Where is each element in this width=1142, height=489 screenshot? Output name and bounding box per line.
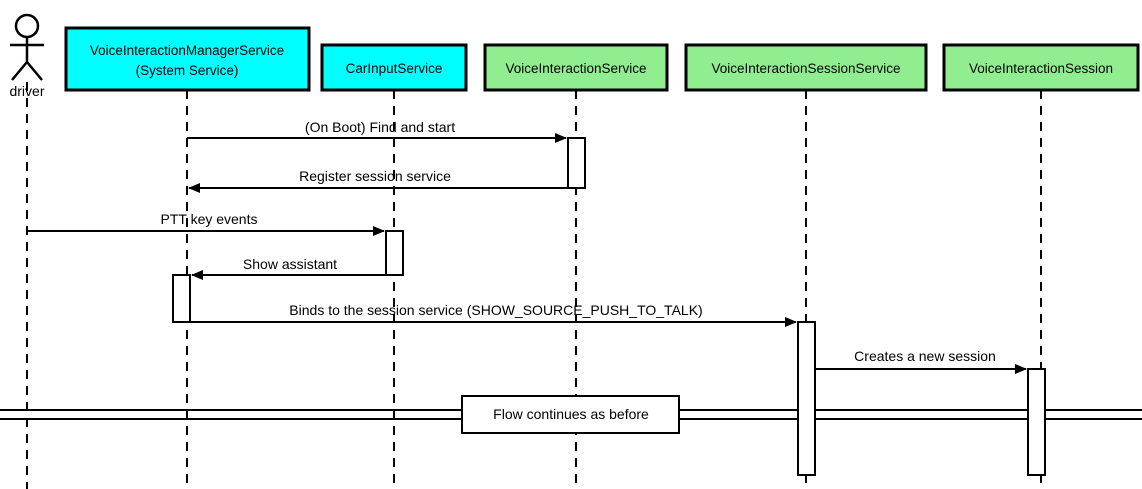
divider-note[interactable]: Flow continues as before: [461, 395, 680, 434]
participant-box-cis[interactable]: [320, 43, 468, 92]
message-label-m2: Register session service: [299, 168, 451, 184]
participant-box-vsession[interactable]: [942, 43, 1140, 92]
participant-viss[interactable]: VoiceInteractionSessionService: [684, 43, 928, 92]
participant-vis[interactable]: VoiceInteractionService: [483, 43, 669, 92]
participant-label-vims-line2: (System Service): [136, 63, 239, 78]
message-label-m3: PTT key events: [160, 211, 257, 227]
actor-label-driver: driver: [9, 83, 44, 99]
message-register-session-service[interactable]: Register session service: [188, 168, 568, 193]
participant-label-viss: VoiceInteractionSessionService: [711, 61, 900, 76]
message-on-boot-find-and-start[interactable]: (On Boot) Find and start: [187, 119, 567, 143]
activation-bar-vis: [567, 137, 586, 189]
divider-note-box[interactable]: [461, 395, 680, 434]
actor-head-icon: [14, 13, 40, 39]
message-label-m4: Show assistant: [243, 256, 337, 272]
activation-bar-cis: [385, 230, 404, 276]
activation-bars-group: [172, 137, 1046, 476]
participant-vsession[interactable]: VoiceInteractionSession: [942, 43, 1140, 92]
message-binds-to-session-service[interactable]: Binds to the session service (SHOW_SOURC…: [190, 302, 797, 327]
participant-label-vims-line1: VoiceInteractionManagerService: [90, 43, 284, 58]
participant-label-cis: CarInputService: [346, 61, 443, 76]
participant-box-vims[interactable]: [64, 26, 311, 92]
message-creates-a-new-session[interactable]: Creates a new session: [816, 348, 1027, 374]
participant-label-vsession: VoiceInteractionSession: [969, 61, 1113, 76]
activation-bar-vsession: [1027, 368, 1046, 476]
participant-label-vis: VoiceInteractionService: [505, 61, 646, 76]
participant-box-viss[interactable]: [684, 43, 928, 92]
message-label-m1: (On Boot) Find and start: [305, 119, 455, 135]
actor-right-leg-icon: [26, 61, 43, 81]
message-label-m6: Creates a new session: [854, 348, 996, 364]
actor-left-leg-icon: [11, 61, 28, 81]
participant-cis[interactable]: CarInputService: [320, 43, 468, 92]
message-ptt-key-events[interactable]: PTT key events: [27, 211, 385, 236]
activation-bar-vims: [172, 274, 191, 323]
divider-note-label: Flow continues as before: [493, 406, 649, 422]
activation-bar-viss: [797, 321, 816, 476]
actor-driver[interactable]: driver: [9, 13, 45, 99]
participant-box-vis[interactable]: [483, 43, 669, 92]
participant-vims[interactable]: VoiceInteractionManagerService (System S…: [64, 26, 311, 92]
message-label-m5: Binds to the session service (SHOW_SOURC…: [289, 302, 702, 318]
message-show-assistant[interactable]: Show assistant: [191, 256, 386, 280]
